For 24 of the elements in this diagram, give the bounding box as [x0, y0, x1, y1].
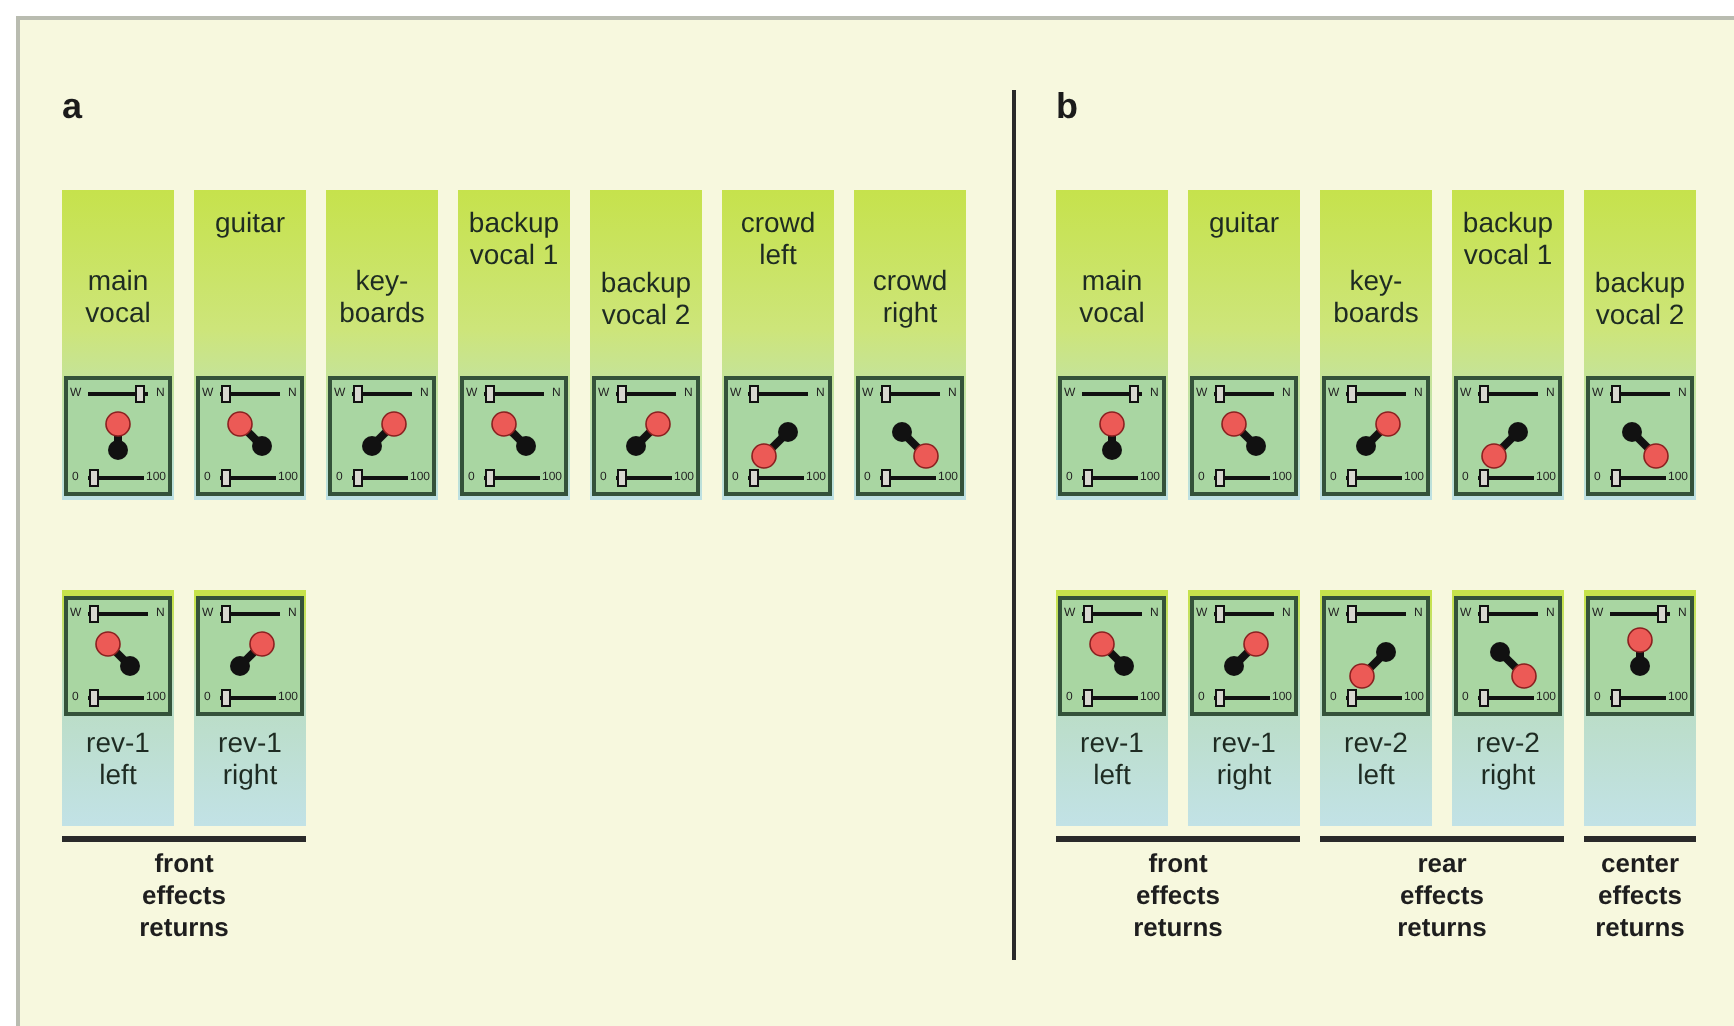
channel-label: main vocal: [1077, 264, 1147, 328]
channel-label: guitar: [1206, 206, 1282, 238]
group-label: rear effects returns: [1395, 848, 1489, 944]
channel-label: main vocal: [83, 264, 153, 328]
group-label: front effects returns: [137, 848, 231, 944]
channel-label: rev-1 right: [1210, 726, 1278, 790]
channel-label: backup vocal 2: [1592, 266, 1688, 330]
channel-label: backup vocal 2: [598, 266, 694, 330]
channel-label: crowd right: [870, 264, 950, 328]
channel-label: guitar: [212, 206, 288, 238]
channel-label: backup vocal 1: [466, 206, 562, 270]
channel-label: rev-1 left: [84, 726, 152, 790]
channel-label: backup vocal 1: [1460, 206, 1556, 270]
panel-letter: b: [1056, 86, 1078, 128]
group-label: center effects returns: [1593, 848, 1687, 944]
channel-label: rev-1 right: [216, 726, 284, 790]
panel-letter: a: [62, 86, 83, 128]
channel-label: rev-1 left: [1078, 726, 1146, 790]
channel-label: rev-2 left: [1342, 726, 1410, 790]
channel-label: crowd left: [738, 206, 818, 270]
group-label: front effects returns: [1131, 848, 1225, 944]
channel-label: key- boards: [337, 264, 427, 328]
channel-label: rev-2 right: [1474, 726, 1542, 790]
channel-label: key- boards: [1331, 264, 1421, 328]
